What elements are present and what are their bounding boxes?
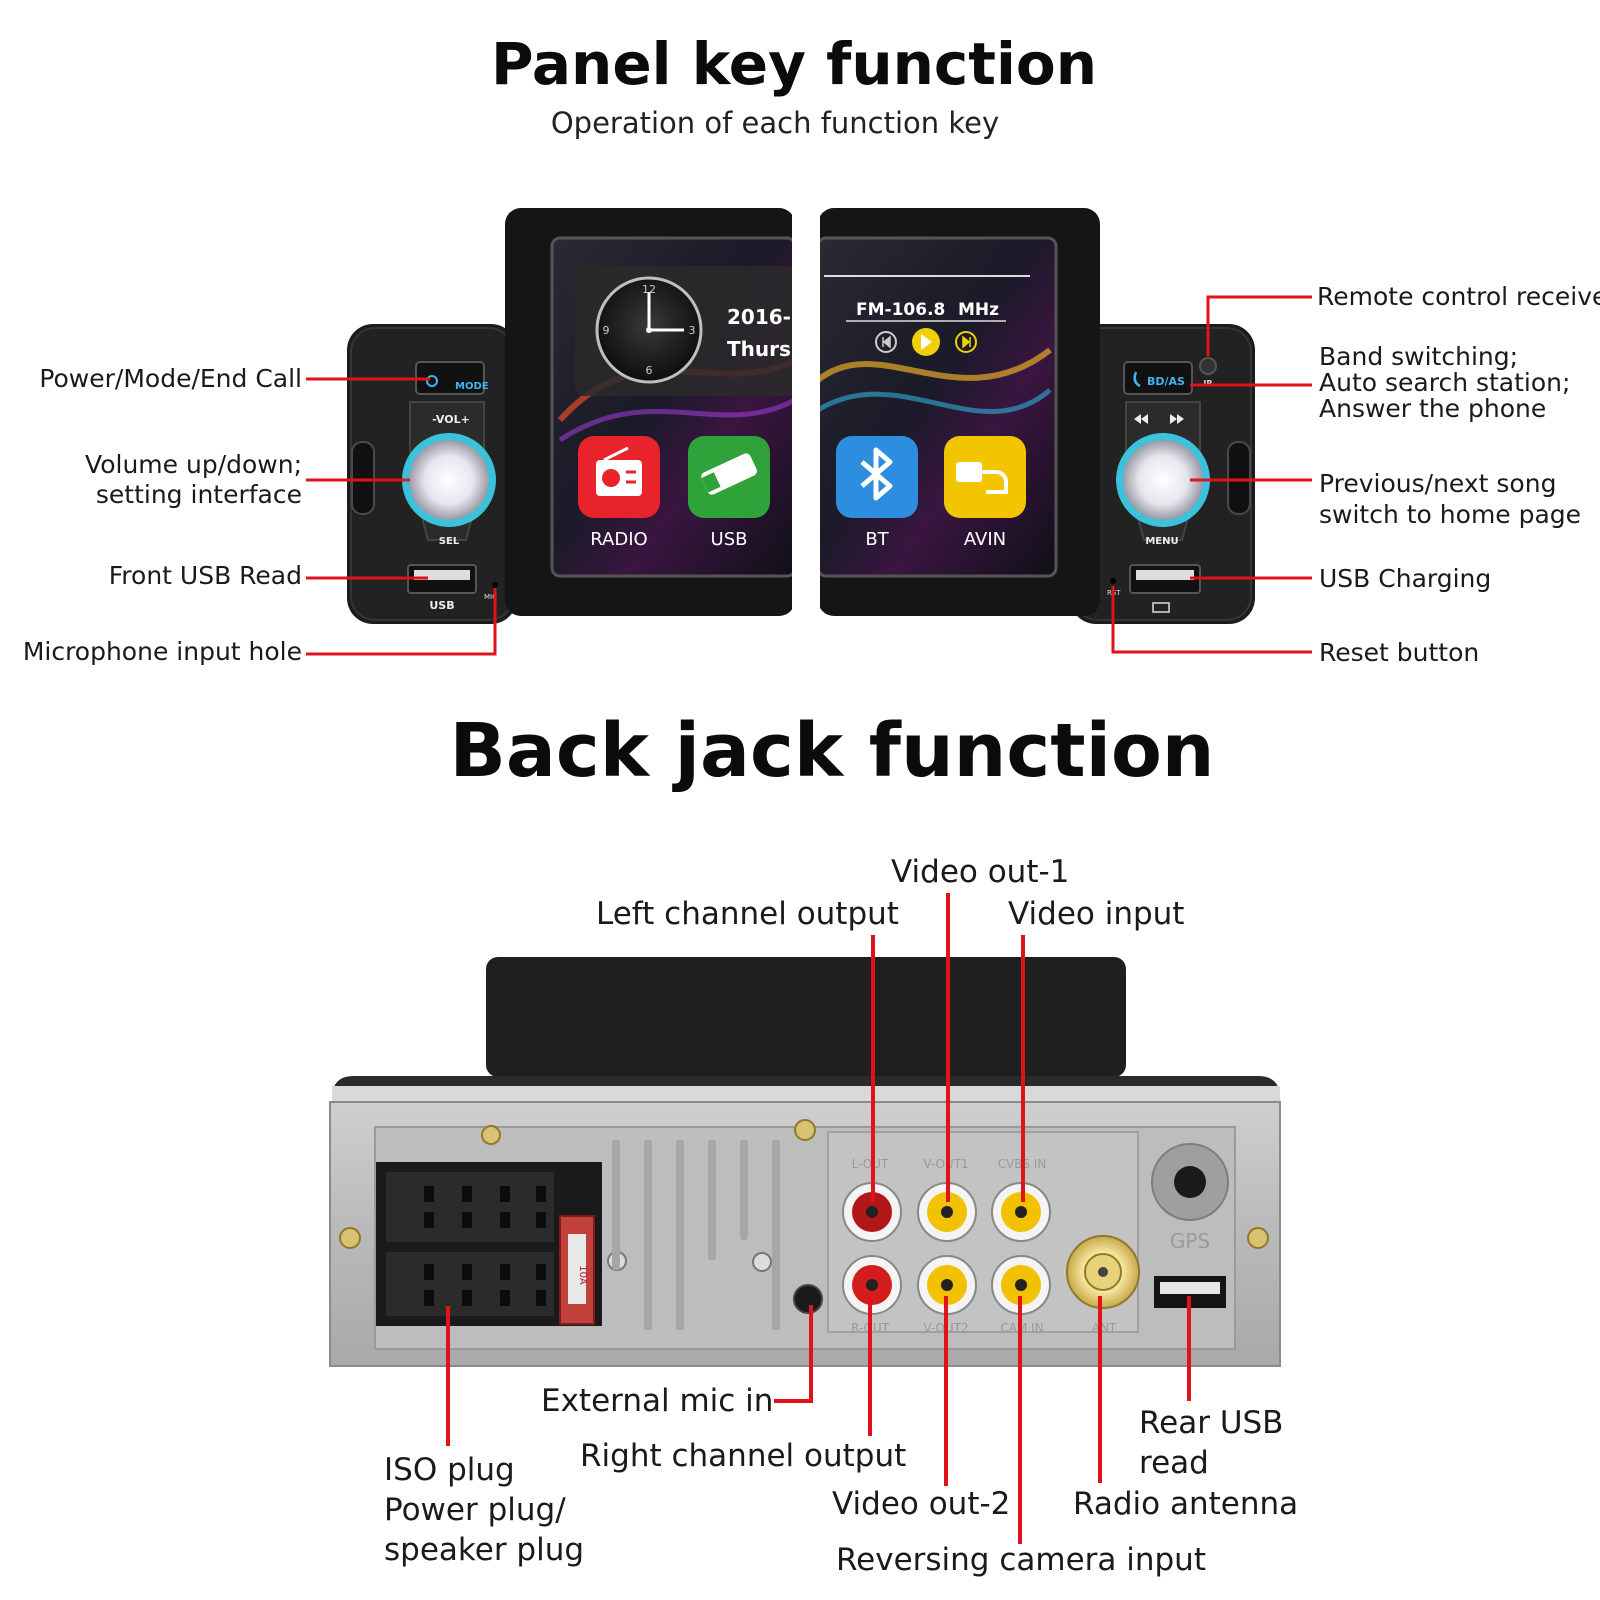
panel-title: Panel key function [490,30,1098,98]
screen-fm-frequency: FM-106.8 [856,300,945,320]
label-reset: Reset button [1319,638,1480,667]
label-iso-2: Power plug/ [384,1492,566,1528]
app-label-usb: USB [711,529,748,550]
seek-buttons-icon[interactable] [1134,414,1184,424]
car-stereo-front-panel: 12 3 6 9 2016- Thurs FM-106.8 MHz RADIO … [306,200,1312,656]
label-rear-usb-1: Rear USB [1139,1405,1284,1441]
app-label-avin: AVIN [964,529,1006,550]
label-usb-charging: USB Charging [1319,564,1492,593]
clock-label-12: 12 [642,283,656,296]
svg-text:MODE: MODE [455,381,489,392]
rca-video-out2[interactable] [917,1255,977,1315]
label-volume-1: Volume up/down; [85,450,302,479]
svg-text:BD/AS: BD/AS [1147,375,1185,388]
label-volume-2: setting interface [95,480,302,509]
label-reverse-cam: Reversing camera input [836,1542,1206,1578]
usb-app-icon [688,436,770,518]
label-right-out: Right channel output [580,1438,907,1474]
rca-left-out[interactable] [842,1182,902,1242]
reset-hole [1110,578,1116,584]
label-left-out: Left channel output [596,896,899,932]
battery-icon [1152,602,1170,613]
label-video-out2: Video out-2 [832,1486,1011,1522]
app-label-bt: BT [865,529,889,550]
rear-top-cover [486,957,1126,1077]
right-slot [1227,441,1251,515]
engraved-ant: ANT [1092,1321,1117,1335]
bluetooth-app-icon [836,436,918,518]
radio-app-icon [578,436,660,518]
label-mic-hole: Microphone input hole [22,637,302,666]
label-band-1: Band switching; [1319,342,1519,371]
engraved-gps: GPS [1170,1229,1210,1253]
chassis-screws [339,1119,1269,1249]
mic-hole [492,582,498,588]
screen-date: 2016- [727,305,791,329]
radio-antenna-jack[interactable] [1066,1235,1140,1309]
label-remote: Remote control receiver [1317,282,1600,311]
label-ext-mic: External mic in [541,1383,774,1419]
screen-day: Thurs [727,337,791,361]
label-video-in: Video input [1008,896,1185,932]
menu-label: MENU [1145,536,1178,547]
front-usb-port[interactable]: USB [407,564,477,612]
clock-icon: 12 3 6 9 [595,276,703,384]
label-front-usb: Front USB Read [108,561,302,590]
clock-label-3: 3 [689,324,696,337]
phone-icon [1133,371,1141,388]
next-track-icon [955,331,977,353]
avin-app-icon [944,436,1026,518]
back-title: Back jack function [449,708,1215,794]
usb-port-label: USB [429,599,454,612]
sel-label: SEL [439,536,460,547]
mic-label: MIC [484,593,497,601]
screen-fm-unit: MHz [958,300,999,320]
app-label-radio: RADIO [590,529,647,550]
external-mic-jack[interactable] [793,1284,823,1314]
label-rear-usb-2: read [1139,1445,1209,1481]
prev-track-icon [875,331,897,353]
engraved-lout: L-OUT [852,1157,889,1171]
power-icon [426,375,438,387]
back-callout-lines [446,893,1191,1544]
left-slot [351,441,375,515]
iso-connector: 10A [376,1162,602,1326]
bdas-button[interactable]: BD/AS [1123,361,1193,395]
rca-video-out1[interactable] [917,1182,977,1242]
clock-label-6: 6 [646,364,653,377]
vol-label: -VOL+ [432,413,470,426]
gps-jack[interactable] [1151,1143,1229,1221]
label-iso-1: ISO plug [384,1452,515,1488]
volume-knob[interactable] [409,440,489,520]
fuse-label: 10A [577,1265,588,1285]
heat-sink-grooves [612,1140,780,1330]
label-prev-2: switch to home page [1319,500,1582,529]
label-band-2: Auto search station; [1319,368,1571,397]
ir-receiver [1199,357,1217,375]
label-band-3: Answer the phone [1319,394,1547,423]
rca-camera-in[interactable] [991,1255,1051,1315]
label-iso-3: speaker plug [384,1532,585,1568]
clock-label-9: 9 [603,324,610,337]
label-video-out1: Video out-1 [891,854,1070,890]
panel-callout-lines [306,295,1312,656]
rca-right-out[interactable] [842,1255,902,1315]
label-prev-1: Previous/next song [1319,469,1557,498]
panel-subtitle: Operation of each function key [550,106,1000,140]
label-power-mode: Power/Mode/End Call [39,364,302,393]
menu-knob[interactable] [1123,440,1203,520]
label-radio-antenna: Radio antenna [1073,1486,1299,1522]
play-icon [912,328,940,356]
